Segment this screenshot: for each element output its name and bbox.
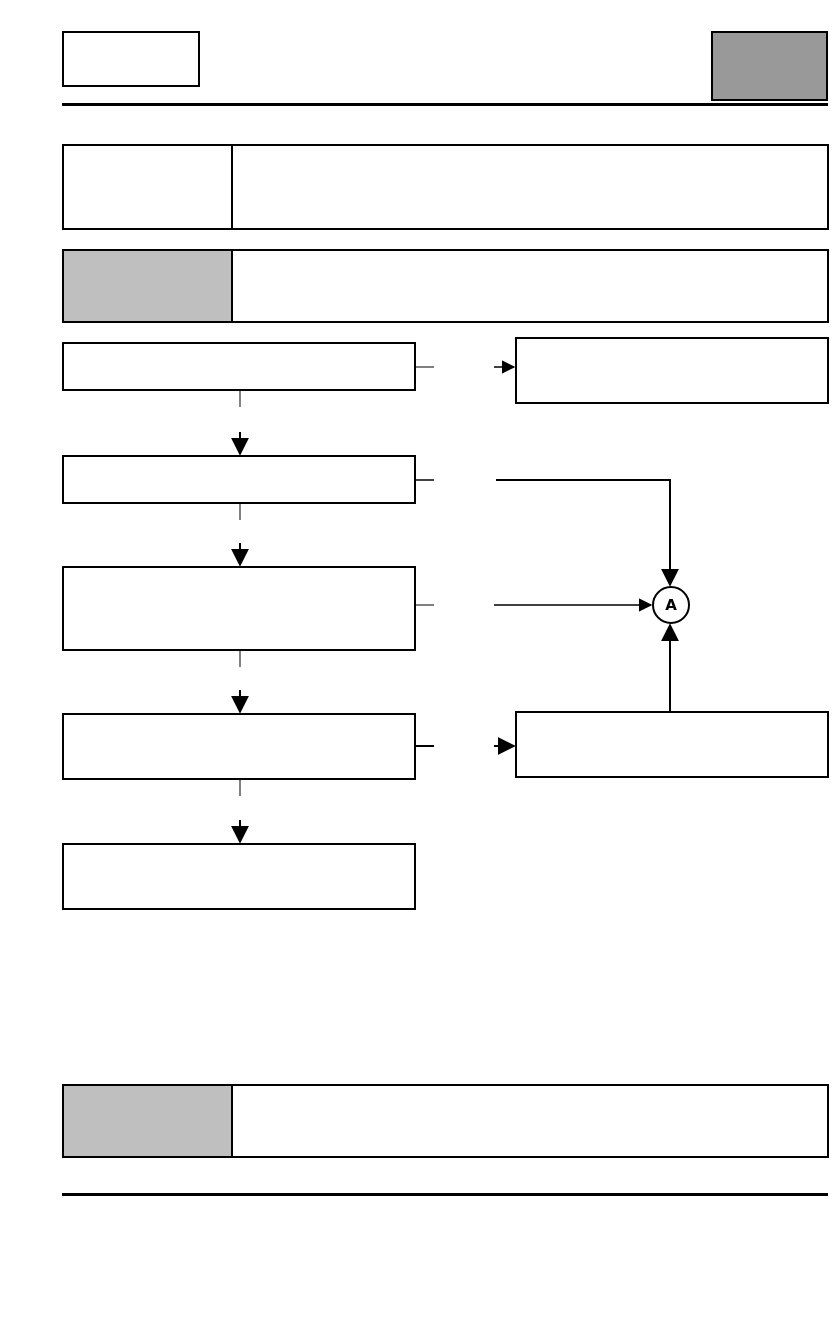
flow-step-1-text <box>64 341 76 364</box>
top-panel-label <box>64 143 76 166</box>
flow-side-box-1 <box>515 337 829 404</box>
flow-side-box-2 <box>515 711 829 778</box>
top-panel-label-cell <box>64 146 233 228</box>
header-left-text <box>64 30 76 53</box>
flow-step-3-text <box>64 565 76 588</box>
second-panel-text-cell <box>233 251 827 321</box>
footer-rule <box>62 1193 828 1196</box>
bottom-panel <box>62 1084 829 1158</box>
header-right-text <box>713 30 725 53</box>
top-panel-text <box>233 143 245 166</box>
bottom-panel-text <box>233 1083 245 1106</box>
second-panel <box>62 249 829 323</box>
flow-step-4 <box>62 713 416 780</box>
connector-a-label: A <box>665 596 677 614</box>
flow-step-4-text <box>64 712 76 735</box>
header-rule <box>62 103 828 106</box>
bottom-panel-label-cell <box>64 1086 233 1156</box>
flow-step-5-text <box>64 842 76 865</box>
flow-step-3 <box>62 566 416 651</box>
bottom-panel-label <box>64 1083 76 1106</box>
flow-side-box-2-text <box>517 710 529 733</box>
second-panel-text <box>233 248 245 271</box>
header-left-box <box>62 31 200 87</box>
flow-step-1 <box>62 342 416 391</box>
arrow-step-2-to-a <box>496 479 679 587</box>
flow-step-5 <box>62 843 416 910</box>
second-panel-label-cell <box>64 251 233 321</box>
flow-step-2-text <box>64 454 76 477</box>
connector-a: A <box>652 586 690 624</box>
second-panel-label <box>64 248 76 271</box>
bottom-panel-text-cell <box>233 1086 827 1156</box>
top-panel <box>62 144 829 230</box>
flow-step-2 <box>62 455 416 504</box>
top-panel-text-cell <box>233 146 827 228</box>
header-right-box <box>711 31 828 101</box>
flow-side-box-1-text <box>517 336 529 359</box>
